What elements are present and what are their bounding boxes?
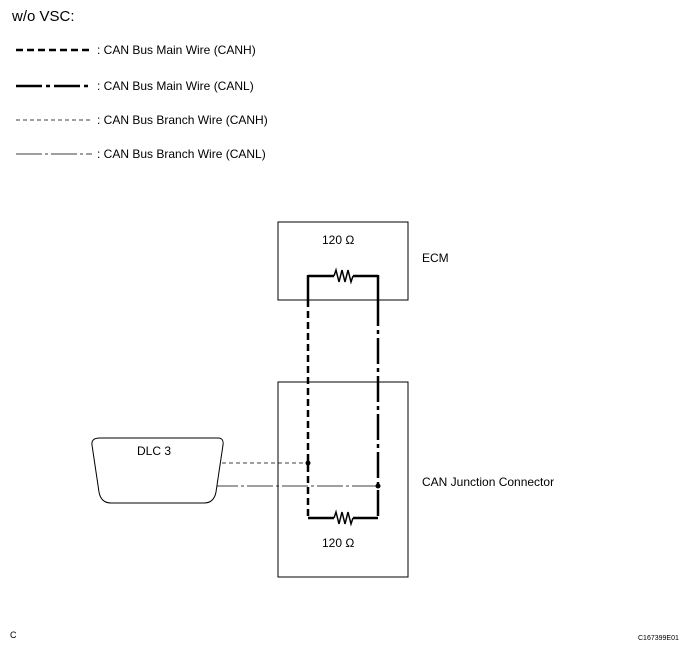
junction-label: CAN Junction Connector <box>422 475 554 489</box>
footer-figure-code: C167399E01 <box>638 635 679 642</box>
legend-label: : CAN Bus Branch Wire (CANH) <box>97 113 268 127</box>
junction-resistance-label: 120 Ω <box>322 536 354 550</box>
junction-resistor <box>308 509 378 527</box>
canh-junction-node <box>305 460 311 466</box>
ecm-resistance-label: 120 Ω <box>322 233 354 247</box>
legend-label: : CAN Bus Main Wire (CANH) <box>97 43 256 57</box>
legend-item-canh-main: : CAN Bus Main Wire (CANH) <box>14 42 414 58</box>
ecm-box <box>277 221 409 301</box>
legend-item-canl-branch: : CAN Bus Branch Wire (CANL) <box>14 146 414 162</box>
canh-main-line-sample <box>16 48 92 52</box>
canl-branch-line-sample <box>16 153 92 155</box>
diagram-title: w/o VSC: <box>12 8 75 25</box>
ecm-resistor <box>306 267 380 300</box>
footer-left-code: C <box>10 630 17 640</box>
dlc3-label: DLC 3 <box>137 444 171 458</box>
junction-connector-box <box>277 381 409 578</box>
dlc3-connector <box>91 437 224 504</box>
canl-main-line-sample <box>16 84 92 88</box>
legend-label: : CAN Bus Main Wire (CANL) <box>97 79 254 93</box>
canh-branch-line-sample <box>16 119 92 121</box>
canl-junction-node <box>375 483 381 489</box>
legend-item-canh-branch: : CAN Bus Branch Wire (CANH) <box>14 112 414 128</box>
ecm-label: ECM <box>422 251 449 265</box>
legend-item-canl-main: : CAN Bus Main Wire (CANL) <box>14 78 414 94</box>
legend-label: : CAN Bus Branch Wire (CANL) <box>97 147 266 161</box>
